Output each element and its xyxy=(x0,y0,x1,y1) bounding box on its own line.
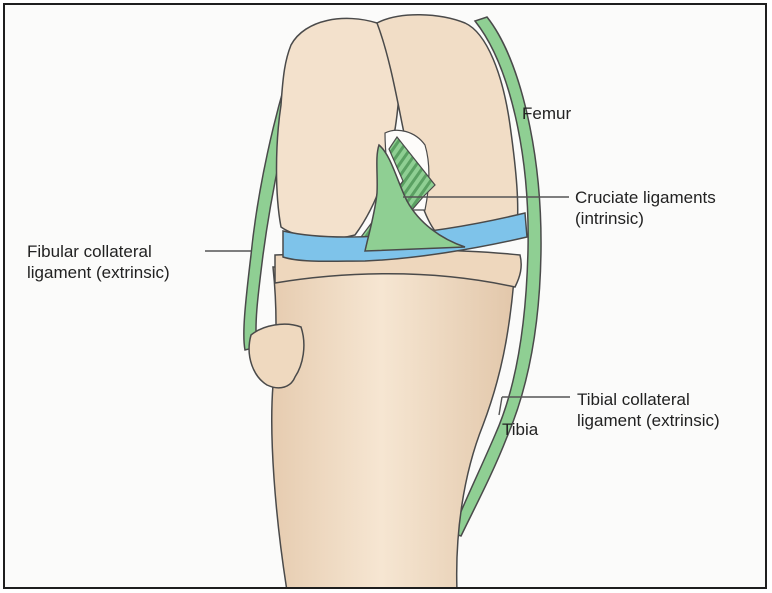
tibia-arrow-line xyxy=(499,397,502,415)
diagram-frame: Femur Cruciate ligaments (intrinsic) Fib… xyxy=(3,3,767,589)
label-fibular-line1: Fibular collateral xyxy=(27,241,170,262)
label-femur: Femur xyxy=(522,103,571,124)
label-cruciate-line1: Cruciate ligaments xyxy=(575,187,716,208)
label-fibular-line2: ligament (extrinsic) xyxy=(27,262,170,283)
tibia-bone xyxy=(272,267,515,589)
label-tibia: Tibia xyxy=(502,419,538,440)
label-tibial-line1: Tibial collateral xyxy=(577,389,720,410)
label-tibial-collateral-ligament: Tibial collateral ligament (extrinsic) xyxy=(577,389,720,431)
label-cruciate-line2: (intrinsic) xyxy=(575,208,716,229)
label-tibial-line2: ligament (extrinsic) xyxy=(577,410,720,431)
knee-illustration xyxy=(5,5,767,589)
label-fibular-collateral-ligament: Fibular collateral ligament (extrinsic) xyxy=(27,241,170,283)
label-cruciate-ligaments: Cruciate ligaments (intrinsic) xyxy=(575,187,716,229)
